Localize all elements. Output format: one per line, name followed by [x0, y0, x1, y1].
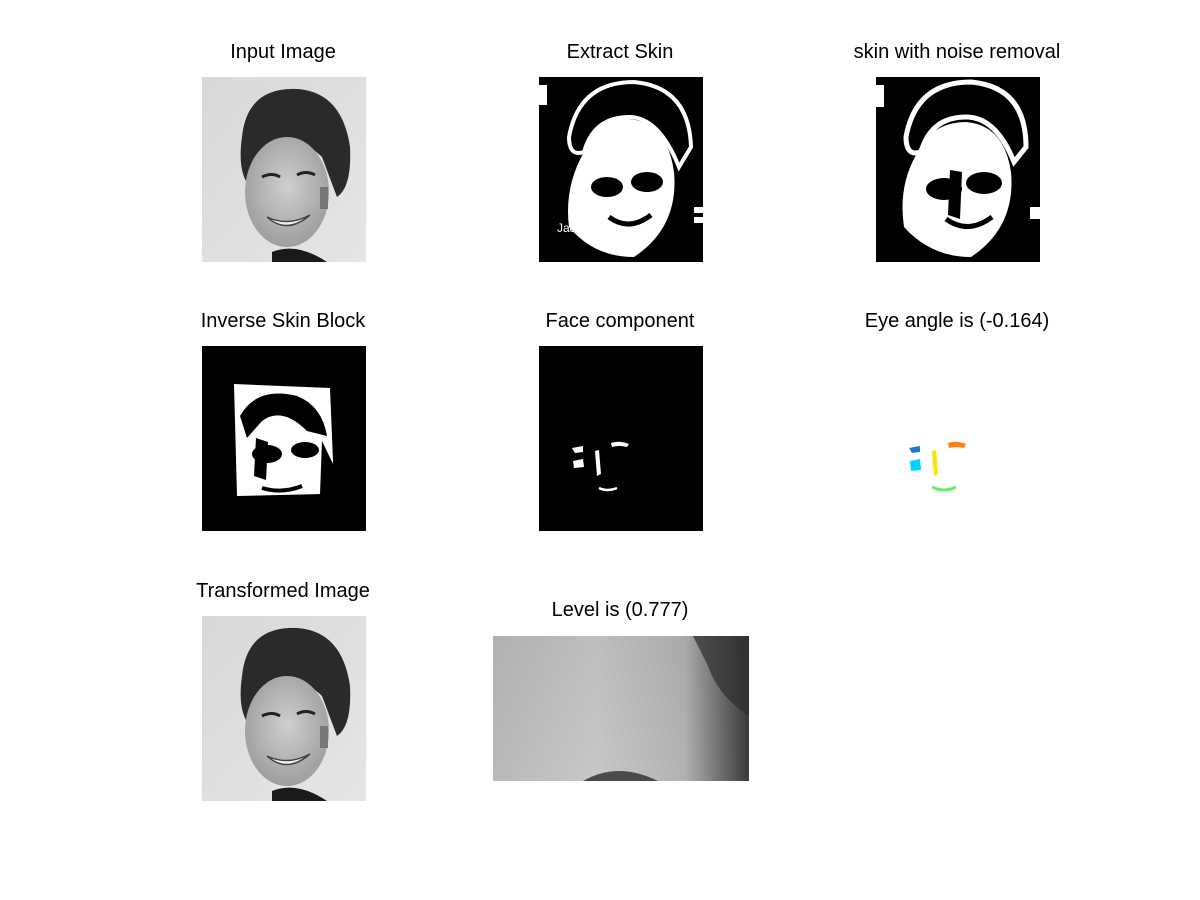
level-title: Level is (0.777)	[551, 599, 689, 621]
eye-angle-title: Eye angle is (-0.164)	[864, 310, 1050, 332]
face-component-panel	[539, 346, 703, 531]
noise-removal-panel	[876, 77, 1040, 262]
labeled-components-image	[909, 441, 966, 492]
eye-angle-panel	[876, 346, 1040, 531]
inverse-skin-image	[202, 346, 366, 531]
nose-component	[932, 450, 938, 476]
svg-text:Ja&: Ja&	[557, 221, 578, 235]
level-crop-image	[493, 636, 749, 781]
noise-removal-title: skin with noise removal	[853, 41, 1061, 63]
mouth-component	[931, 485, 957, 492]
eye-left-bottom-component	[910, 459, 921, 471]
face-component-image	[539, 346, 703, 531]
inverse-skin-block-title: Inverse Skin Block	[200, 310, 366, 332]
face-photo	[202, 77, 366, 262]
transformed-face-photo	[202, 616, 366, 801]
input-image-title: Input Image	[230, 41, 336, 63]
face-component-title: Face component	[545, 310, 695, 332]
eye-right-component	[948, 441, 966, 448]
inverse-skin-block-panel	[202, 346, 366, 531]
denoised-skin-image	[876, 77, 1040, 262]
extract-skin-panel: Ja&	[539, 77, 703, 262]
skin-mask-image: Ja&	[539, 77, 703, 262]
eye-left-top-component	[909, 446, 920, 453]
input-image-panel	[202, 77, 366, 262]
level-panel	[493, 636, 749, 781]
transformed-image-panel	[202, 616, 366, 801]
extract-skin-title: Extract Skin	[566, 41, 674, 63]
transformed-image-title: Transformed Image	[196, 580, 370, 602]
